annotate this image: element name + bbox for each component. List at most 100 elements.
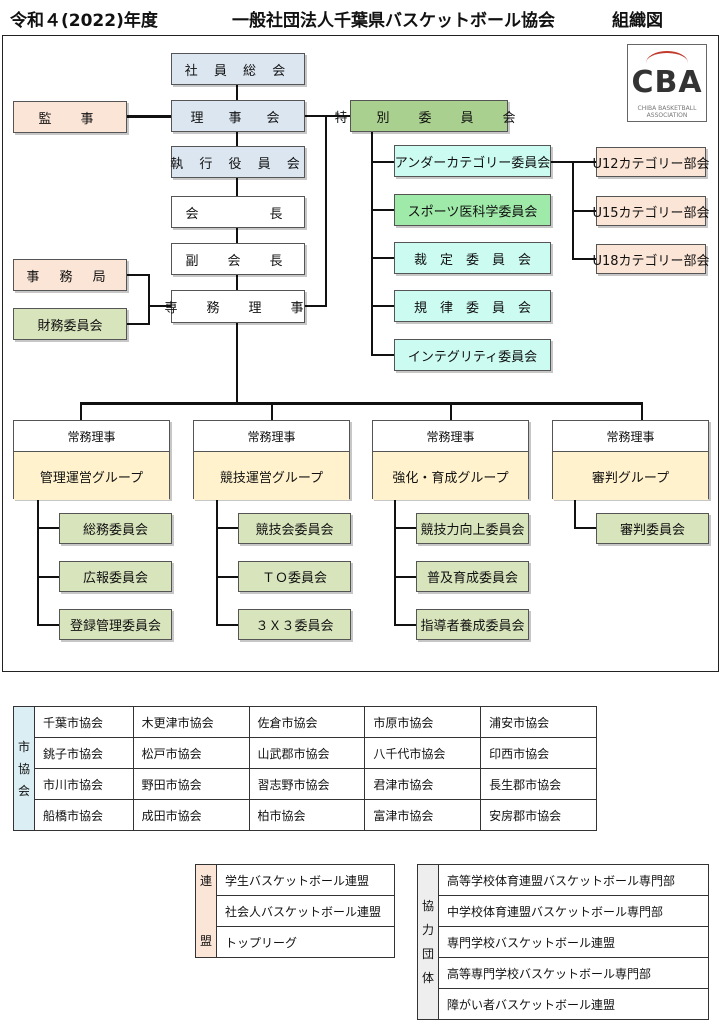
groups-bus-line <box>80 402 643 405</box>
general-affairs-committee: 総務委員会 <box>59 513 172 544</box>
label-char: 協 <box>17 761 30 776</box>
special-branch <box>371 305 395 307</box>
group-drop <box>80 402 82 420</box>
special-branch <box>371 354 395 356</box>
logo-text: CBA <box>631 65 703 100</box>
table-cell: 障がい者バスケットボール連盟 <box>438 988 709 1020</box>
city-associations-table: 市 協 会 千葉市協会 木更津市協会 佐倉市協会 市原市協会 浦安市協会 銚子市… <box>13 706 597 831</box>
group2-branch <box>216 527 238 529</box>
logo-arc <box>646 51 688 75</box>
promotion-committee: 普及育成委員会 <box>416 561 529 592</box>
table-cell: 高等専門学校バスケットボール専門部 <box>438 957 709 989</box>
year-title: 令和４(2022)年度 <box>10 11 158 31</box>
side-link <box>148 305 171 307</box>
page-title: 令和４(2022)年度 一般社団法人千葉県バスケットボール協会 組織図 <box>10 6 663 31</box>
group3-branch <box>394 576 416 578</box>
cooperating-bodies-table: 協 力 団 体 高等学校体育連盟バスケットボール専門部 中学校体育連盟バスケット… <box>417 864 709 1020</box>
group1-branch <box>37 576 59 578</box>
group-name: 管理運営グループ <box>14 452 169 500</box>
group2-branch <box>216 624 238 626</box>
3x3-committee: ３Ｘ３委員会 <box>238 609 351 640</box>
group-name: 強化・育成グループ <box>373 452 528 500</box>
federations-table: 連 盟 学生バスケットボール連盟 社会人バスケットボール連盟 トップリーグ <box>195 864 395 958</box>
category-branch <box>572 210 596 212</box>
group-drop <box>271 402 273 420</box>
side-link <box>148 274 150 325</box>
table-cell: 山武郡市協会 <box>248 737 366 769</box>
main-trunk-line <box>236 132 238 146</box>
label-char: 団 <box>421 947 434 961</box>
label-char: 体 <box>421 971 434 985</box>
group4-trunk <box>574 498 576 528</box>
group4-branch <box>574 527 596 529</box>
table-cell: 君津市協会 <box>364 768 482 800</box>
performance-committee: 競技力向上委員会 <box>416 513 529 544</box>
table-row: 市川市協会 野田市協会 習志野市協会 君津市協会 長生郡市協会 <box>14 768 597 800</box>
table-row: 中学校体育連盟バスケットボール専門部 <box>418 895 709 927</box>
table-row: 専門学校バスケットボール連盟 <box>418 926 709 958</box>
group-management: 常務理事 管理運営グループ <box>13 420 170 500</box>
under-category-committee: アンダーカテゴリー委員会 <box>394 145 551 177</box>
group-development: 常務理事 強化・育成グループ <box>372 420 529 500</box>
special-drop-line <box>325 115 327 307</box>
table-row: 連 盟 学生バスケットボール連盟 <box>195 864 395 958</box>
group1-trunk <box>37 498 39 625</box>
integrity-committee: インテグリティ委員会 <box>394 339 551 371</box>
finance-committee-box: 財務委員会 <box>13 308 127 340</box>
group2-branch <box>216 576 238 578</box>
table-cell: 浦安市協会 <box>480 706 597 738</box>
category-branch <box>572 258 596 260</box>
label-char: 連 <box>199 874 212 888</box>
group2-trunk <box>216 498 218 625</box>
table-cell: 専門学校バスケットボール連盟 <box>438 926 709 958</box>
president-box: 会 長 <box>171 196 305 228</box>
label-char: 市 <box>17 739 30 754</box>
label-char: 協 <box>421 899 434 913</box>
group3-branch <box>394 624 416 626</box>
auditor-box: 監 事 <box>13 101 127 133</box>
cba-logo: CBA CHIBA BASKETBALL ASSOCIATION <box>627 44 707 122</box>
executive-director-box: 専 務 理 事 <box>165 290 305 323</box>
group3-branch <box>394 527 416 529</box>
u18-category-box: U18カテゴリー部会 <box>592 244 710 274</box>
auditor-link <box>127 115 171 118</box>
general-meeting-box: 社 員 総 会 <box>171 53 305 85</box>
table-row: 障がい者バスケットボール連盟 <box>418 988 709 1020</box>
table-row: 協 力 団 体 高等学校体育連盟バスケットボール専門部 <box>417 864 709 1020</box>
secretariat-box: 事 務 局 <box>13 259 127 291</box>
special-committee-box: 特 別 委 員 会 <box>335 100 516 132</box>
vice-president-box: 副 会 長 <box>171 243 305 275</box>
to-committee: ＴＯ委員会 <box>238 561 351 592</box>
label-char: 会 <box>17 783 30 798</box>
cooperating-label: 協 力 団 体 <box>417 864 439 1020</box>
logo-subtext: CHIBA BASKETBALL ASSOCIATION <box>637 105 697 119</box>
table-cell: 成田市協会 <box>132 799 250 831</box>
table-cell: 市川市協会 <box>34 768 134 800</box>
special-trunk-line <box>371 131 373 356</box>
side-link <box>127 274 149 276</box>
group-referee: 常務理事 審判グループ <box>552 420 709 500</box>
federation-label: 連 盟 <box>195 864 217 958</box>
competition-committee: 競技会委員会 <box>238 513 351 544</box>
group-drop <box>641 402 643 420</box>
doc-type: 組織図 <box>612 11 663 31</box>
executive-committee-box: 執 行 役 員 会 <box>170 146 305 178</box>
table-cell: 木更津市協会 <box>132 706 250 738</box>
table-cell: 長生郡市協会 <box>480 768 597 800</box>
table-row: 市 協 会 千葉市協会 木更津市協会 佐倉市協会 市原市協会 浦安市協会 <box>13 706 597 831</box>
table-cell: 佐倉市協会 <box>248 706 366 738</box>
table-cell: 安房郡市協会 <box>480 799 597 831</box>
main-trunk-line <box>236 323 238 403</box>
group1-branch <box>37 527 59 529</box>
main-trunk-line <box>236 85 238 100</box>
group-competition: 常務理事 競技運営グループ <box>193 420 350 500</box>
group1-branch <box>37 624 59 626</box>
main-trunk-line <box>236 228 238 243</box>
table-cell: 柏市協会 <box>248 799 366 831</box>
table-cell: 習志野市協会 <box>248 768 366 800</box>
table-cell: 松戸市協会 <box>132 737 250 769</box>
table-cell: 八千代市協会 <box>364 737 482 769</box>
director-special-link <box>305 305 327 307</box>
table-cell: トップリーグ <box>216 926 395 958</box>
special-branch <box>371 209 395 211</box>
